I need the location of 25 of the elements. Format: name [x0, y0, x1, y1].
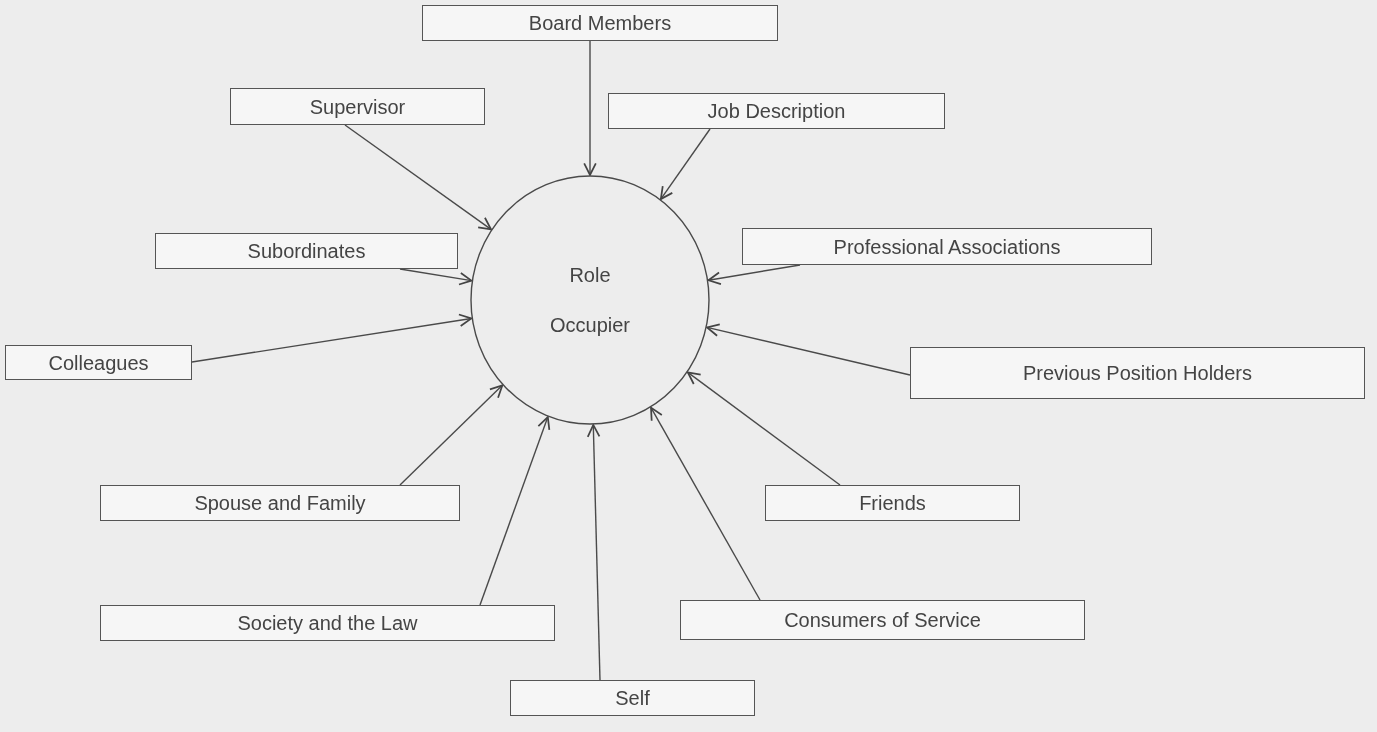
label-box: Society and the Law [100, 605, 555, 641]
arrow [344, 124, 492, 231]
label-box: Board Members [422, 5, 778, 41]
arrow [583, 40, 597, 176]
node-label: Role Occupier [550, 263, 630, 338]
label-box: Supervisor [230, 88, 485, 125]
arrow [479, 416, 551, 606]
label-box: Friends [765, 485, 1020, 521]
arrow [707, 264, 801, 285]
label-box: Professional Associations [742, 228, 1152, 265]
label-box: Spouse and Family [100, 485, 460, 521]
arrow [659, 128, 711, 200]
arrow [650, 406, 761, 601]
label-box: Self [510, 680, 755, 716]
label-box: Colleagues [5, 345, 192, 380]
label-box: Subordinates [155, 233, 458, 269]
arrow [191, 313, 473, 363]
arrow [706, 323, 911, 376]
arrow [399, 268, 473, 286]
arrow [686, 371, 841, 486]
arrow [399, 384, 504, 486]
arrow [586, 424, 601, 681]
label-box: Consumers of Service [680, 600, 1085, 640]
label-box: Previous Position Holders [910, 347, 1365, 399]
label-box: Job Description [608, 93, 945, 129]
